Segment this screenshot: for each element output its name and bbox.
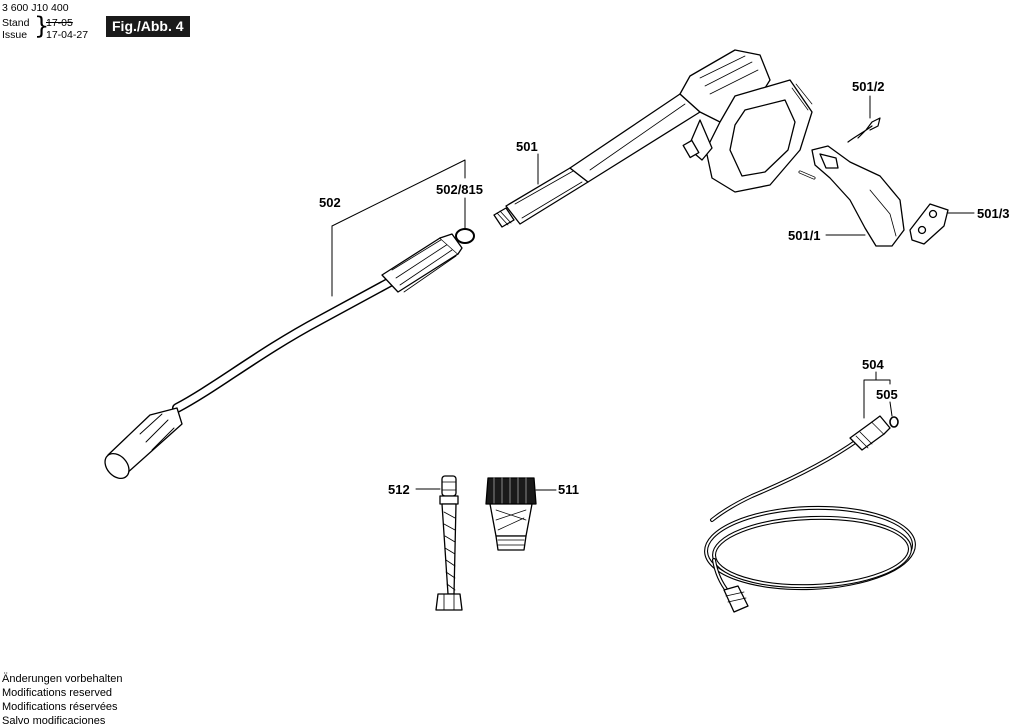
leader-lines xyxy=(331,95,975,491)
issue-date: 17-04-27 xyxy=(46,29,89,41)
part-label-511[interactable]: 511 xyxy=(558,482,579,497)
hose-adapter-512[interactable] xyxy=(435,475,463,611)
old-date: 17-05 xyxy=(46,17,73,29)
footer-note-fr: Modifications réservées xyxy=(2,701,118,713)
trigger-501-1[interactable] xyxy=(798,145,905,247)
part-label-501[interactable]: 501 xyxy=(516,139,538,154)
part-label-502[interactable]: 502 xyxy=(319,195,341,210)
o-ring-502-815[interactable] xyxy=(455,228,475,244)
part-label-505[interactable]: 505 xyxy=(876,387,898,402)
document-number: 3 600 J10 400 xyxy=(2,2,69,14)
part-label-504[interactable]: 504 xyxy=(862,357,884,372)
spray-gun-501[interactable] xyxy=(493,49,813,228)
part-label-501-3[interactable]: 501/3 xyxy=(977,206,1010,221)
lance-502[interactable] xyxy=(100,233,463,483)
footer-note-es: Salvo modificaciones xyxy=(2,715,106,727)
part-label-502-815[interactable]: 502/815 xyxy=(436,182,483,197)
stand-label: Stand xyxy=(2,17,30,29)
issue-label: Issue xyxy=(2,29,28,41)
spring-501-2[interactable] xyxy=(847,117,881,143)
seal-ring-505[interactable] xyxy=(889,416,899,428)
figure-label: Fig./Abb. 4 xyxy=(106,16,190,37)
part-label-512[interactable]: 512 xyxy=(388,482,410,497)
part-label-501-1[interactable]: 501/1 xyxy=(788,228,821,243)
water-filter-511[interactable] xyxy=(485,477,537,551)
brace-symbol: } xyxy=(34,12,50,40)
part-label-501-2[interactable]: 501/2 xyxy=(852,79,885,94)
clip-501-3[interactable] xyxy=(909,203,949,245)
high-pressure-hose-504[interactable] xyxy=(704,415,916,613)
footer-note-en: Modifications reserved xyxy=(2,687,113,699)
footer-note-de: Änderungen vorbehalten xyxy=(2,673,123,685)
